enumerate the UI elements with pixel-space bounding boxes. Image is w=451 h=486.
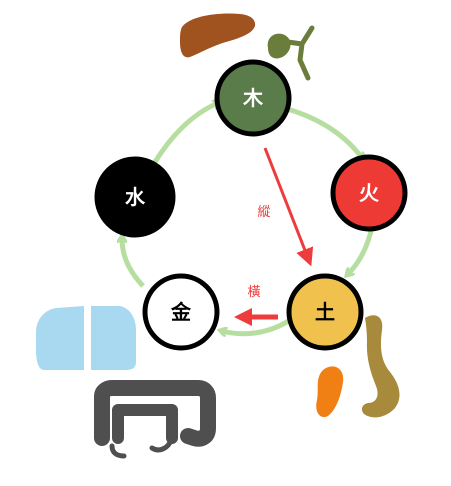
control-label-horizontal: 橫 [247,285,260,300]
gallbladder-icon [267,25,315,81]
node-earth: 土 [286,273,364,351]
node-earth-label: 土 [315,300,335,324]
cycle-arrow-fire-to-earth [348,226,375,274]
cycle-arrow-water-to-wood [152,103,218,164]
node-wood-label: 木 [242,86,264,110]
node-water: 水 [94,156,176,238]
large-intestine-icon [94,380,216,459]
node-metal-label: 金 [170,300,192,324]
node-water-label: 水 [125,185,146,209]
node-metal: 金 [142,273,220,351]
cycle-arrow-metal-to-water [122,238,145,288]
control-label-vertical: 縱 [257,205,270,220]
node-wood: 木 [214,59,292,137]
controlling-arrows: 縱 橫 [234,147,314,326]
spleen-icon [316,366,344,418]
lungs-icon [36,306,136,370]
node-fire-label: 火 [359,181,380,205]
liver-icon [180,13,256,58]
cycle-arrow-wood-to-fire [283,105,362,158]
stomach-icon [361,315,400,418]
node-fire: 火 [330,154,408,232]
control-arrow-vertical [263,147,314,267]
generating-cycle [122,103,375,334]
cycle-arrow-earth-to-metal [222,317,292,334]
